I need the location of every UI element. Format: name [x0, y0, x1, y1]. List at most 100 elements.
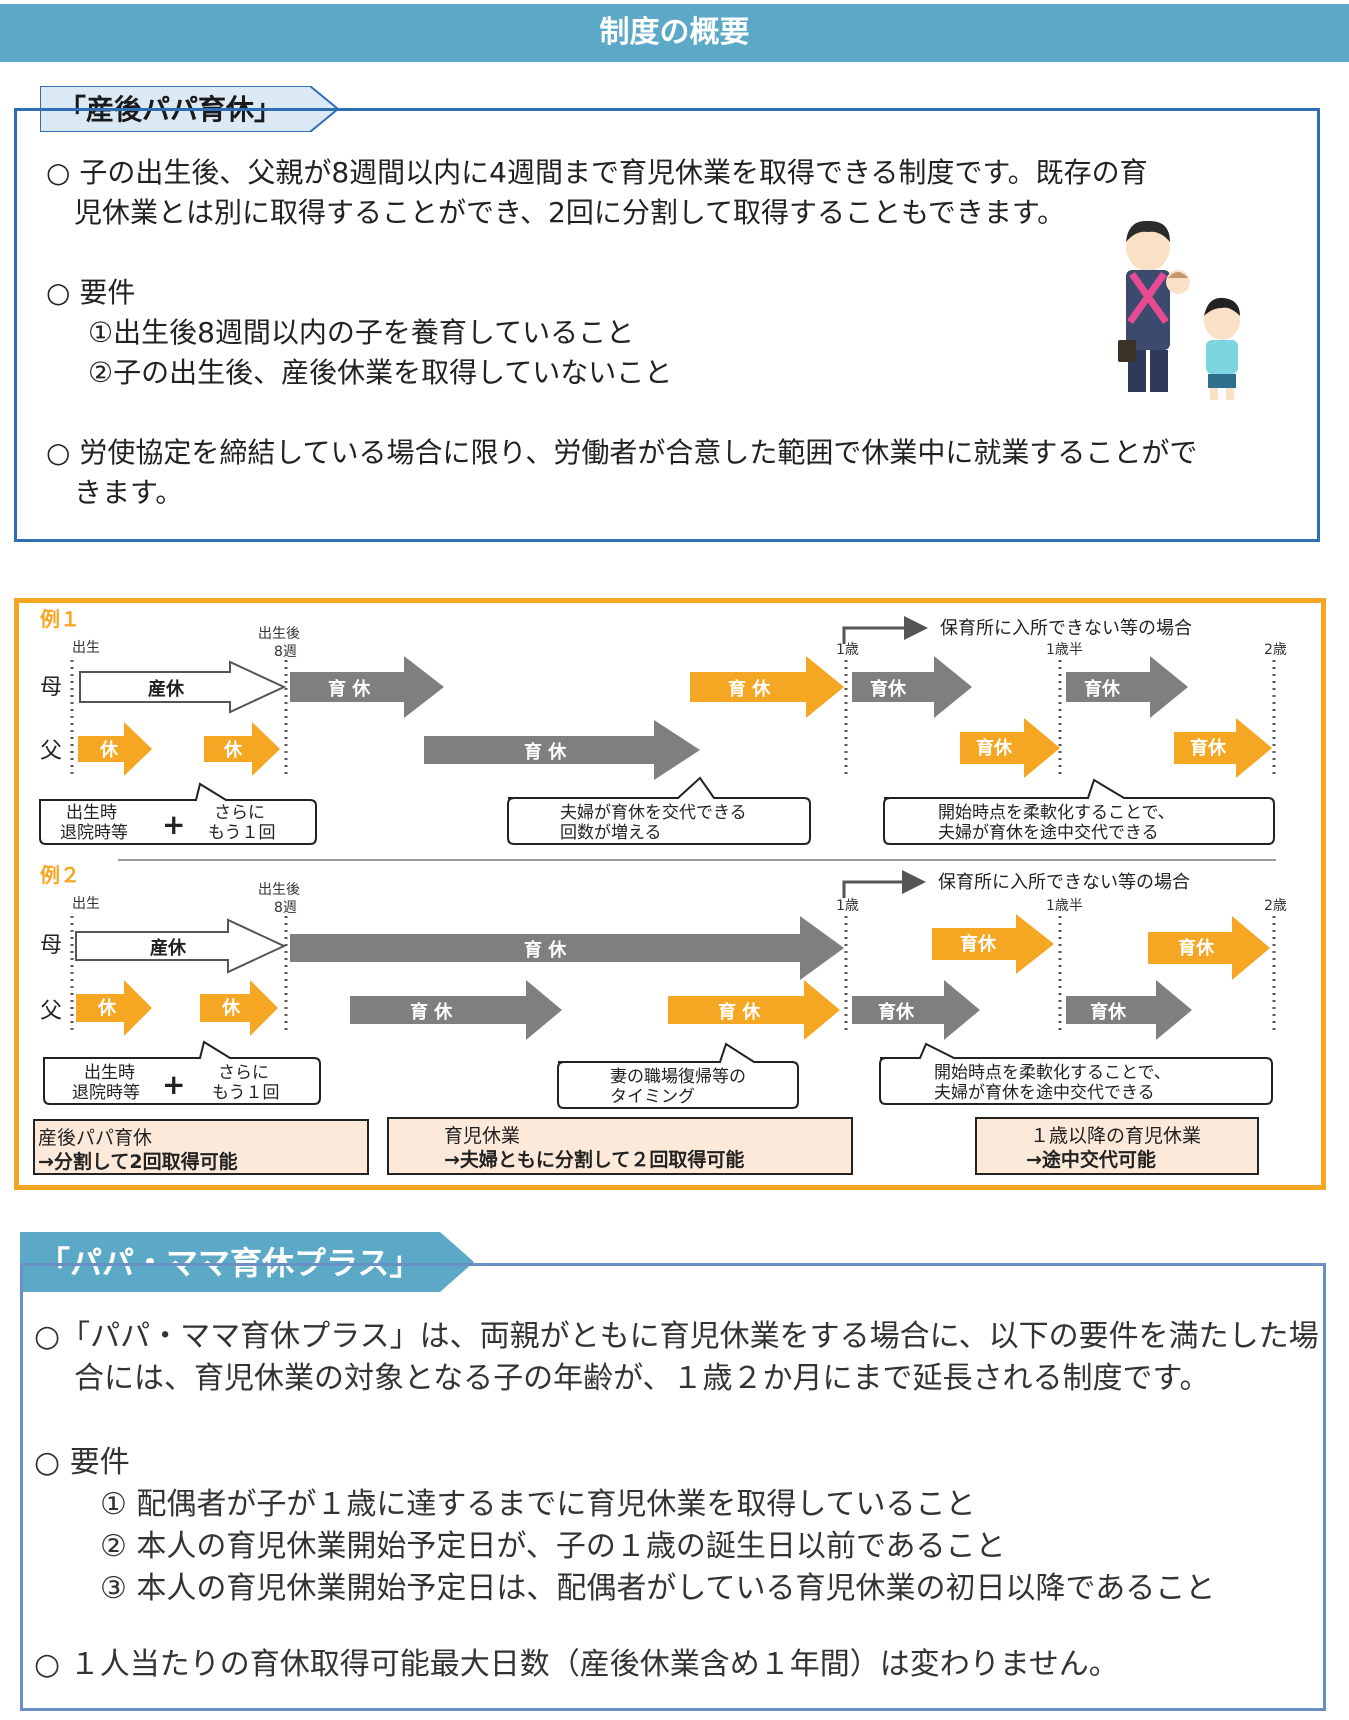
svg-text:休: 休 — [223, 739, 243, 761]
svg-text:育休: 育休 — [1084, 678, 1121, 700]
section3-req-title: ○ 要件 — [34, 1445, 130, 1480]
example2-title: 例２ — [40, 863, 80, 887]
example1-mother-bar-childcare-1: 育 休 — [290, 656, 444, 718]
section1-req2: ②子の出生後、産後休業を取得していないこと — [88, 356, 673, 389]
example2-father-bar-childcare-4: 育休 — [1066, 980, 1192, 1040]
example1-title: 例１ — [40, 607, 80, 631]
example2-row-father: 父 — [40, 999, 62, 1024]
svg-text:育休: 育休 — [870, 678, 907, 700]
section3-p3: ○ １人当たりの育休取得可能最大日数（産後休業含め１年間）は変わりません。 — [34, 1647, 1119, 1682]
svg-text:妻の職場復帰等の: 妻の職場復帰等の — [610, 1067, 746, 1087]
svg-text:育休: 育休 — [878, 1001, 915, 1023]
example1-tick-8w-a: 出生後 — [258, 626, 300, 642]
example1-father-bar-childcare-1: 育 休 — [424, 720, 700, 780]
example2-bubble-3: 開始時点を柔軟化することで、 夫婦が育休を途中交代できる — [879, 1042, 1273, 1105]
example1-mother-bar-childcare-2: 育 休 — [690, 656, 844, 718]
summary-box-1: 産後パパ育休 →分割して2回取得可能 — [33, 1119, 369, 1175]
svg-text:育休: 育休 — [1090, 1001, 1127, 1023]
example2-tick-8w-b: 8週 — [274, 900, 297, 916]
section3-req1: ① 配偶者が子が１歳に達するまでに育児休業を取得していること — [100, 1487, 976, 1522]
page-title: 制度の概要 — [0, 4, 1349, 62]
example1-tick-2y: 2歳 — [1264, 642, 1287, 658]
example2-tick-1y: 1歳 — [836, 898, 859, 914]
example1-father-bar-leave-1: 休 — [78, 722, 152, 776]
example2-father-bar-childcare-3: 育休 — [852, 980, 980, 1040]
svg-text:育 休: 育 休 — [718, 1001, 761, 1023]
svg-text:+: + — [162, 808, 185, 841]
example-diagram: 例１ 出生 出生後 8週 1歳 1歳半 2歳 保育所に入所できない等の場合 母 … — [33, 607, 1287, 1175]
example1-father-bar-leave-2: 休 — [204, 722, 280, 776]
section1-p3-line2: きます。 — [74, 476, 184, 509]
section1-p1-line1: ○ 子の出生後、父親が8週間以内に4週間まで育児休業を取得できる制度です。既存の… — [46, 156, 1148, 189]
example2-tick-8w-a: 出生後 — [258, 882, 300, 898]
example1-tick-8w-b: 8週 — [274, 644, 297, 660]
svg-text:開始時点を柔軟化することで、: 開始時点を柔軟化することで、 — [938, 803, 1175, 823]
section3-p1-line2: 合には、育児休業の対象となる子の年齢が、１歳２か月にまで延長される制度です。 — [74, 1361, 1210, 1396]
section1-p3-line1: ○ 労使協定を締結している場合に限り、労働者が合意した範囲で休業中に就業すること… — [46, 436, 1198, 469]
example2-bubble-1: 出生時 退院時等 + さらに もう１回 — [43, 1040, 321, 1105]
example1-father-bar-childcare-2: 育休 — [960, 718, 1060, 778]
example1-mother-bar-childcare-3: 育休 — [852, 656, 972, 718]
summary-box-2: 育児休業 →夫婦ともに分割して２回取得可能 — [387, 1117, 853, 1175]
example2-mother-bar-childcare-3: 育休 — [1148, 916, 1270, 980]
svg-text:育休: 育休 — [960, 933, 997, 955]
example1-row-father: 父 — [40, 739, 62, 764]
section3-p1-line1: ○「パパ・ママ育休プラス」は、両親がともに育児休業をする場合に、以下の要件を満た… — [34, 1319, 1319, 1354]
example2-father-bar-leave-1: 休 — [76, 980, 152, 1036]
svg-text:育 休: 育 休 — [524, 939, 567, 961]
example1-note-arrow — [842, 616, 928, 644]
example2-father-bar-leave-2: 休 — [200, 980, 278, 1036]
example1-tick-birth: 出生 — [72, 640, 100, 656]
svg-text:育児休業: 育児休業 — [444, 1125, 520, 1147]
example2-bubble-2: 妻の職場復帰等の タイミング — [557, 1042, 799, 1109]
example1-row-mother: 母 — [40, 675, 62, 700]
svg-text:回数が増える: 回数が増える — [560, 823, 662, 843]
example2-mother-bar-maternity: 産休 — [75, 918, 287, 974]
svg-text:+: + — [162, 1068, 185, 1101]
svg-text:育 休: 育 休 — [524, 741, 567, 763]
svg-text:開始時点を柔軟化することで、: 開始時点を柔軟化することで、 — [934, 1063, 1171, 1083]
example2-note-top: 保育所に入所できない等の場合 — [938, 872, 1190, 893]
example1-bubble-3: 開始時点を柔軟化することで、 夫婦が育休を途中交代できる — [883, 778, 1275, 845]
svg-text:育 休: 育 休 — [328, 678, 371, 700]
example2-father-bar-childcare-1: 育 休 — [350, 980, 562, 1040]
section1-box — [14, 108, 1320, 542]
svg-text:夫婦が育休を交代できる: 夫婦が育休を交代できる — [560, 803, 747, 823]
svg-text:育 休: 育 休 — [410, 1001, 453, 1023]
svg-text:もう１回: もう１回 — [208, 823, 276, 843]
example1-mother-bar-childcare-4: 育休 — [1066, 656, 1188, 718]
example1-father-bar-childcare-3: 育休 — [1174, 718, 1272, 778]
example2-tick-birth: 出生 — [72, 896, 100, 912]
svg-text:育 休: 育 休 — [728, 678, 771, 700]
example2-mother-bar-childcare-2: 育休 — [932, 914, 1054, 974]
svg-text:→夫婦ともに分割して２回取得可能: →夫婦ともに分割して２回取得可能 — [444, 1148, 744, 1171]
example1-tick-1y: 1歳 — [836, 642, 859, 658]
svg-text:１歳以降の育児休業: １歳以降の育児休業 — [1030, 1125, 1201, 1147]
svg-text:→分割して2回取得可能: →分割して2回取得可能 — [38, 1150, 238, 1173]
svg-text:産休: 産休 — [148, 678, 185, 700]
svg-text:退院時等: 退院時等 — [72, 1083, 140, 1103]
svg-text:産後パパ育休: 産後パパ育休 — [38, 1127, 152, 1149]
svg-text:産休: 産休 — [150, 937, 187, 959]
example2-note-arrow — [842, 870, 926, 898]
example2-father-bar-childcare-2: 育 休 — [668, 980, 840, 1040]
svg-text:さらに: さらに — [218, 1063, 269, 1083]
svg-text:夫婦が育休を途中交代できる: 夫婦が育休を途中交代できる — [938, 823, 1159, 843]
summary-box-3: １歳以降の育児休業 →途中交代可能 — [975, 1117, 1259, 1175]
svg-text:育休: 育休 — [976, 737, 1013, 759]
example2-tick-2y: 2歳 — [1264, 898, 1287, 914]
example1-bubble-2: 夫婦が育休を交代できる 回数が増える — [507, 776, 811, 845]
example1-tick-1-5y: 1歳半 — [1046, 642, 1083, 658]
section3-req2: ② 本人の育児休業開始予定日が、子の１歳の誕生日以前であること — [100, 1529, 1006, 1564]
section3-box — [20, 1263, 1326, 1711]
svg-text:育休: 育休 — [1190, 737, 1227, 759]
section1-req1: ①出生後8週間以内の子を養育していること — [88, 316, 635, 349]
section1-req-title: ○ 要件 — [46, 276, 136, 309]
svg-text:育休: 育休 — [1178, 937, 1215, 959]
father-child-illustration — [1118, 220, 1240, 400]
example1-note-top: 保育所に入所できない等の場合 — [940, 618, 1192, 639]
svg-text:タイミング: タイミング — [610, 1087, 695, 1107]
svg-text:→途中交代可能: →途中交代可能 — [1026, 1148, 1156, 1171]
svg-text:夫婦が育休を途中交代できる: 夫婦が育休を途中交代できる — [934, 1083, 1155, 1103]
svg-text:休: 休 — [221, 997, 241, 1019]
